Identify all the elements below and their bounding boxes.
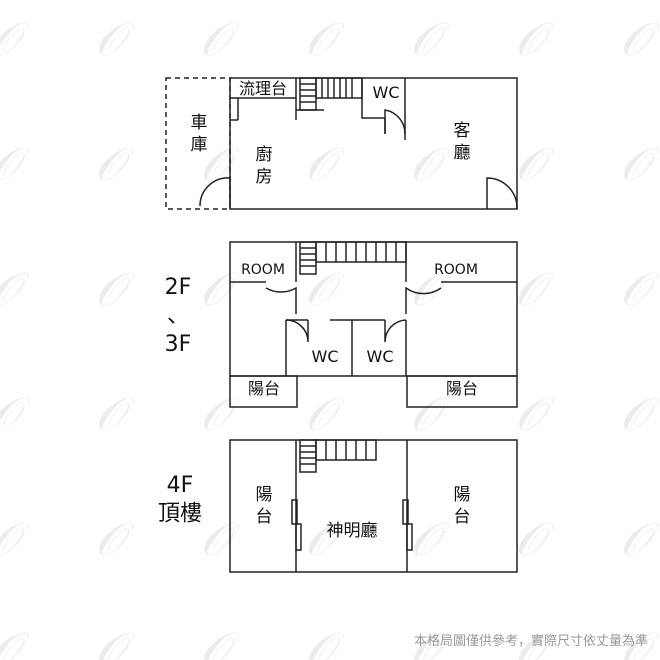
counter-label: 流理台 [239, 79, 287, 98]
garage-door [199, 177, 231, 207]
floor-1-labels: 車庫 流理台 廚房 WC 客廳 [191, 79, 471, 187]
floor-label-23: 2F、3F [165, 275, 192, 357]
balcony-right-23 [406, 375, 518, 408]
floor-1-outline [229, 77, 518, 210]
wc-1f-label: WC [373, 83, 400, 102]
svg-text:𝒪: 𝒪 [410, 12, 450, 66]
disclaimer-note: 本格局圖僅供參考，實際尺寸依丈量為準 [414, 633, 648, 649]
floor-1-plan [165, 77, 518, 210]
svg-text:𝒪: 𝒪 [0, 12, 30, 66]
living-door [486, 177, 518, 210]
shrine-hall-label: 神明廳 [327, 521, 378, 541]
balcony-left-4-label: 陽台 [256, 485, 273, 527]
kitchen-label: 廚房 [256, 144, 273, 187]
sliding-door-right [402, 499, 413, 551]
balcony-right-4-label: 陽台 [454, 485, 471, 527]
living-room-label: 客廳 [454, 121, 471, 163]
floor-4-plan [229, 439, 518, 573]
balcony-right-23-label: 陽台 [446, 379, 478, 398]
svg-text:𝒪: 𝒪 [95, 12, 135, 66]
svg-text:𝒪: 𝒪 [200, 12, 240, 66]
balcony-left-23-label: 陽台 [248, 379, 280, 398]
stair-4f [299, 439, 377, 473]
floor-23-labels: 2F、3F ROOM ROOM WC WC 陽台 陽台 [165, 262, 478, 398]
stair-23f [299, 241, 407, 275]
room-right-label: ROOM [434, 262, 478, 278]
sliding-door-left [291, 499, 302, 551]
svg-text:𝒪: 𝒪 [620, 12, 660, 66]
room-left-label: ROOM [241, 262, 285, 278]
svg-text:𝒪: 𝒪 [305, 12, 345, 66]
wc-right-label: WC [367, 347, 394, 366]
balcony-left-23 [229, 375, 298, 408]
floor-23-plan [229, 241, 518, 408]
wc-left-label: WC [312, 347, 339, 366]
stair-1f [296, 77, 363, 111]
svg-text:𝒪: 𝒪 [515, 12, 555, 66]
garage-label: 車庫 [191, 113, 208, 155]
